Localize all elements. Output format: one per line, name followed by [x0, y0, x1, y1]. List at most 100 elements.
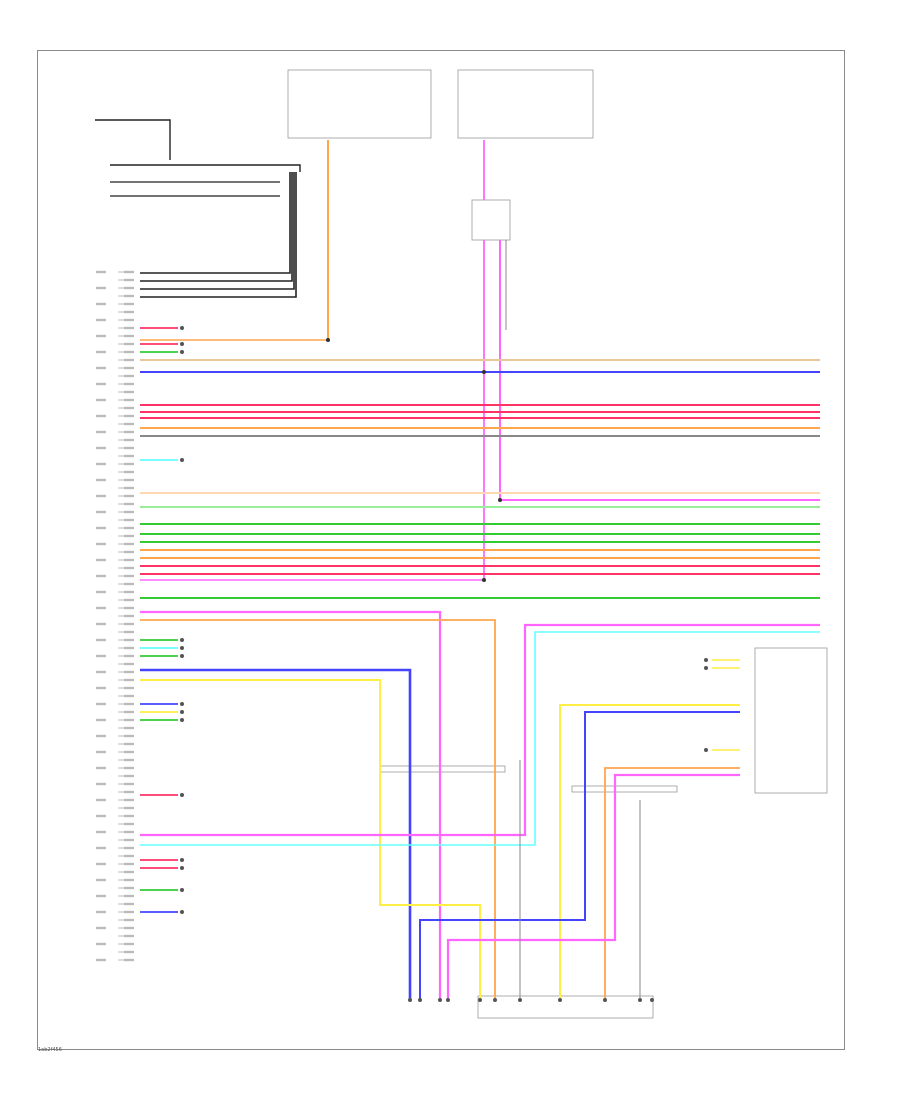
pin-label-mark: [96, 942, 106, 946]
pin-label-mark: [124, 774, 134, 778]
pin-label-mark: [124, 382, 134, 386]
connector-end: [180, 638, 184, 642]
black-wire: [140, 172, 291, 274]
pin-label-mark: [124, 518, 134, 522]
ground-pin: [478, 998, 482, 1002]
orange-route: [604, 767, 740, 1000]
pin-label-mark: [124, 318, 134, 322]
pin-label-mark: [124, 462, 134, 466]
pin-label-mark: [124, 870, 134, 874]
pin-label-mark: [96, 878, 106, 882]
pin-label-mark: [124, 302, 134, 306]
pin-label-mark: [96, 798, 106, 802]
pin-label-mark: [96, 334, 106, 338]
pin-label-mark: [124, 950, 134, 954]
pin-label-mark: [96, 350, 106, 354]
ground-pin: [446, 998, 450, 1002]
pin-label-mark: [124, 566, 134, 570]
pin-label-mark: [124, 574, 134, 578]
ground-pin: [603, 998, 607, 1002]
pin-label-mark: [124, 558, 134, 562]
pin-label-mark: [124, 534, 134, 538]
pin-label-mark: [124, 806, 134, 810]
pin-label-mark: [124, 390, 134, 394]
pin-label-mark: [96, 766, 106, 770]
pin-label-mark: [96, 638, 106, 642]
blue-route: [419, 711, 740, 1000]
pin-label-mark: [124, 798, 134, 802]
pin-label-mark: [124, 366, 134, 370]
pin-label-mark: [124, 854, 134, 858]
pin-label-mark: [124, 430, 134, 434]
pin-label-mark: [124, 822, 134, 826]
pin-label-mark: [124, 846, 134, 850]
pin-label-mark: [96, 558, 106, 562]
connector-end: [180, 702, 184, 706]
pin-label-mark: [96, 926, 106, 930]
pin-label-mark: [124, 958, 134, 962]
splice-dot: [326, 338, 330, 342]
pin-label-mark: [124, 814, 134, 818]
relay-box: [471, 199, 511, 241]
pin-label-mark: [124, 406, 134, 410]
ground-pin: [650, 998, 654, 1002]
harness-bar: [379, 765, 506, 773]
splice-dot: [498, 498, 502, 502]
pin-label-mark: [96, 270, 106, 274]
pin-label-mark: [96, 686, 106, 690]
ground-pin: [558, 998, 562, 1002]
pin-label-mark: [124, 334, 134, 338]
pin-label-mark: [124, 590, 134, 594]
pin-label-mark: [124, 926, 134, 930]
pin-label-mark: [96, 830, 106, 834]
pin-label-mark: [124, 622, 134, 626]
pin-label-mark: [124, 614, 134, 618]
pin-label-mark: [124, 278, 134, 282]
pin-label-mark: [96, 606, 106, 610]
pin-label-mark: [124, 670, 134, 674]
pin-label-mark: [124, 550, 134, 554]
pin-label-mark: [96, 846, 106, 850]
pin-label-mark: [96, 526, 106, 530]
pin-label-mark: [124, 758, 134, 762]
black-wire: [140, 172, 297, 298]
pin-label-mark: [96, 590, 106, 594]
black-wire: [110, 164, 301, 172]
connector-end: [180, 718, 184, 722]
connector-end: [180, 866, 184, 870]
pin-label-mark: [124, 486, 134, 490]
cyan-route: [140, 631, 820, 846]
pin-label-mark: [96, 414, 106, 418]
pin-label-mark: [96, 670, 106, 674]
black-wire: [140, 172, 293, 282]
pin-label-mark: [124, 454, 134, 458]
ground-connector-box: [477, 995, 654, 1019]
pin-label-mark: [96, 286, 106, 290]
pin-label-mark: [124, 718, 134, 722]
pin-label-mark: [96, 862, 106, 866]
pin-label-mark: [124, 438, 134, 442]
pin-label-mark: [124, 790, 134, 794]
blue-route: [140, 668, 412, 1000]
connector-end: [704, 748, 708, 752]
connector-end: [180, 350, 184, 354]
pin-label-mark: [124, 838, 134, 842]
pin-label-mark: [96, 910, 106, 914]
pin-label-mark: [124, 886, 134, 890]
connector-end: [180, 654, 184, 658]
fuse-box-left: [287, 69, 432, 139]
orange-route: [140, 619, 496, 1000]
pin-label-mark: [124, 646, 134, 650]
pin-label-mark: [96, 782, 106, 786]
pin-label-mark: [96, 718, 106, 722]
splice-dot: [482, 578, 486, 582]
pin-label-mark: [124, 478, 134, 482]
ground-pin: [408, 998, 412, 1002]
pin-label-mark: [96, 398, 106, 402]
pin-label-mark: [124, 422, 134, 426]
pin-label-mark: [96, 734, 106, 738]
pin-label-mark: [124, 598, 134, 602]
pin-label-mark: [124, 750, 134, 754]
pin-label-mark: [124, 286, 134, 290]
